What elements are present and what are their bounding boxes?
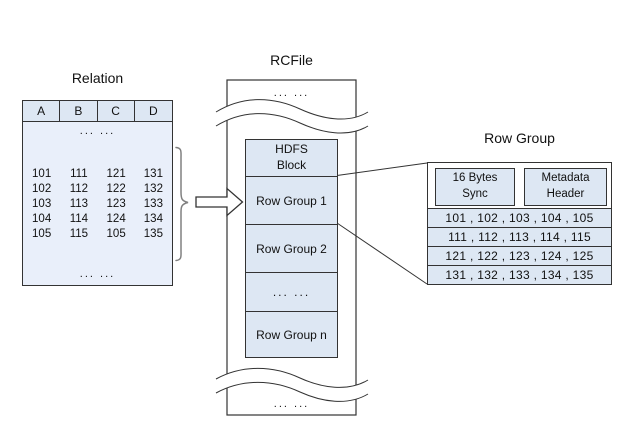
row-group-2-block: Row Group 2 xyxy=(246,225,337,273)
cell: 105 xyxy=(32,228,52,240)
cell: 131 xyxy=(143,168,163,180)
cell: 124 xyxy=(106,213,126,225)
cell: 122 xyxy=(106,183,126,195)
metadata-line1: Metadata xyxy=(541,172,590,185)
column-values-row: 111 , 112 , 113 , 114 , 115 xyxy=(428,227,611,246)
relation-header-cell: C xyxy=(98,101,135,121)
cell: 133 xyxy=(143,198,163,210)
wave-break-bottom-line1 xyxy=(215,367,369,388)
table-row: 102 112 122 132 xyxy=(23,182,172,197)
relation-table: A B C D ... ... 101 111 121 131 102 112 … xyxy=(22,100,173,286)
connector-line-bottom xyxy=(336,222,428,285)
sync-line2: Sync xyxy=(462,188,488,200)
rcfile-bottom-ellipsis: ... ... xyxy=(273,398,310,410)
hdfs-block-label: HDFS Block xyxy=(246,140,337,177)
column-values-row: 101 , 102 , 103 , 104 , 105 xyxy=(428,208,611,227)
rcfile-top-ellipsis: ... ... xyxy=(273,87,310,99)
cell: 104 xyxy=(32,213,52,225)
wave-break-top-line2 xyxy=(215,113,369,134)
cell: 121 xyxy=(106,168,126,180)
cell: 114 xyxy=(69,213,89,225)
relation-header-cell: D xyxy=(149,104,158,118)
column-values-row: 131 , 132 , 133 , 134 , 135 xyxy=(428,265,611,284)
column-values-row: 121 , 122 , 123 , 124 , 125 xyxy=(428,246,611,265)
hdfs-block-line1: HDFS xyxy=(275,142,308,157)
block-arrow-icon xyxy=(195,187,244,217)
connector-line-top xyxy=(336,162,428,176)
cell: 123 xyxy=(106,198,126,210)
table-row: 104 114 124 134 xyxy=(23,212,172,227)
curly-brace xyxy=(175,146,189,262)
cell: 102 xyxy=(32,183,52,195)
row-group-columns: 101 , 102 , 103 , 104 , 105 111 , 112 , … xyxy=(428,208,611,284)
cell: 132 xyxy=(143,183,163,195)
cell: 105 xyxy=(106,228,126,240)
row-group-title: Row Group xyxy=(484,130,555,146)
metadata-line2: Header xyxy=(546,188,585,200)
rcfile-title: RCFile xyxy=(270,52,313,68)
metadata-header-box: Metadata Header xyxy=(524,168,607,206)
relation-header-cell: A xyxy=(23,101,61,121)
hdfs-block-line2: Block xyxy=(276,158,307,172)
cell: 113 xyxy=(69,198,89,210)
cell: 112 xyxy=(69,183,89,195)
cell: 103 xyxy=(32,198,52,210)
table-row: 101 111 121 131 xyxy=(23,167,172,182)
relation-top-ellipsis: ... ... xyxy=(79,125,116,137)
relation-bottom-ellipsis: ... ... xyxy=(79,268,116,280)
relation-data-rows: 101 111 121 131 102 112 122 132 103 113 … xyxy=(23,167,172,242)
relation-header-row: A B C D xyxy=(23,101,172,122)
row-group-ellipsis-block: ... ... xyxy=(246,273,337,312)
cell: 134 xyxy=(143,213,163,225)
cell: 135 xyxy=(143,228,163,240)
hdfs-block-stack: HDFS Block Row Group 1 Row Group 2 ... .… xyxy=(245,139,338,358)
table-row: 103 113 123 133 xyxy=(23,197,172,212)
relation-header-cell: B xyxy=(60,101,98,121)
cell: 111 xyxy=(70,168,88,180)
row-group-n-block: Row Group n xyxy=(256,327,327,342)
relation-title: Relation xyxy=(71,70,124,86)
cell: 115 xyxy=(69,228,89,240)
table-row: 105 115 105 135 xyxy=(23,227,172,242)
wave-break-top-mask xyxy=(216,99,368,134)
cell: 101 xyxy=(32,168,52,180)
wave-break-top-line1 xyxy=(215,99,369,120)
row-group-1-block: Row Group 1 xyxy=(246,177,337,225)
wave-break-bottom-line2 xyxy=(215,381,369,402)
sync-line1: 16 Bytes xyxy=(452,172,498,185)
row-group-detail-box: 16 Bytes Sync Metadata Header 101 , 102 … xyxy=(427,162,612,285)
sync-bytes-box: 16 Bytes Sync xyxy=(435,168,515,206)
wave-break-bottom-mask xyxy=(216,368,368,402)
